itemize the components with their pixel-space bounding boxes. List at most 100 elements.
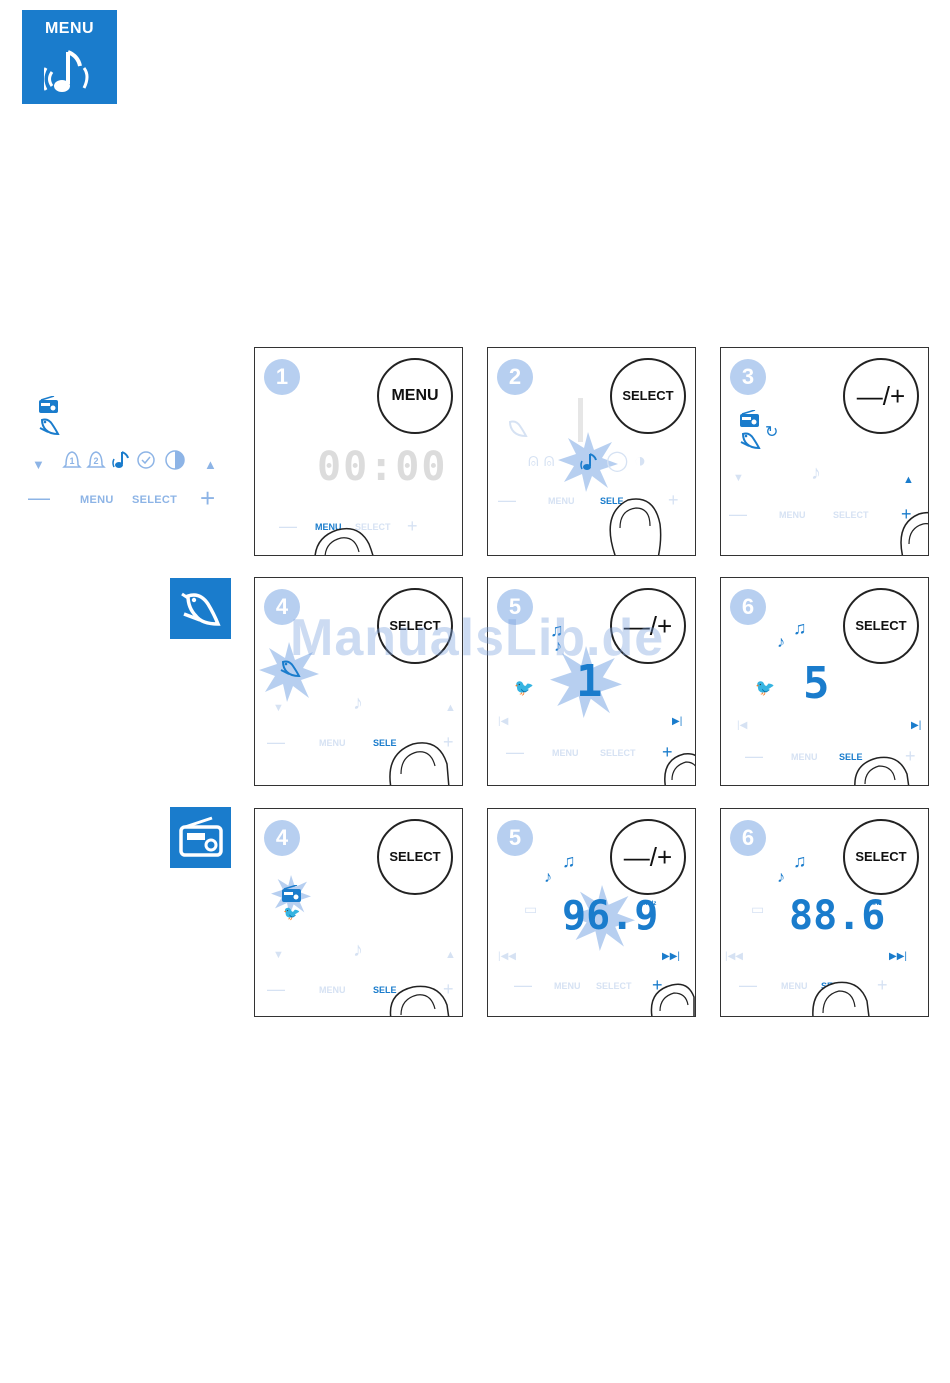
menu-key[interactable]: MENU xyxy=(315,522,342,532)
radio-icon xyxy=(179,816,223,857)
finger-icon xyxy=(900,511,928,555)
plus-key[interactable]: + xyxy=(662,742,673,762)
select-key[interactable]: SELECT xyxy=(355,522,391,532)
next-icon: ▶▶| xyxy=(889,951,907,962)
alarm2-icon: 2 xyxy=(86,451,106,468)
step-panel-4-radio: 4 SELECT 🐦 ▼ ♪ ▲ — MENU SELE + xyxy=(254,808,463,1017)
menu-button[interactable]: MENU xyxy=(377,358,453,434)
music-note-signal-icon: ♪ xyxy=(777,869,785,886)
down-arrow-icon: ▼ xyxy=(32,457,45,472)
minus-key[interactable]: — xyxy=(267,979,285,999)
minus-key[interactable]: — xyxy=(729,504,747,524)
prev-icon: |◀ xyxy=(498,716,509,727)
level-bar xyxy=(578,398,583,442)
prev-icon: |◀◀ xyxy=(725,951,743,962)
step-panel-3: 3 —/+ ↻ ▼ ♪ ▲ — MENU SELECT + xyxy=(720,347,929,556)
button-row: — MENU SELECT + xyxy=(255,516,462,542)
down-arrow-icon: ▼ xyxy=(273,702,284,714)
minus-key[interactable]: — xyxy=(745,746,763,766)
minus-plus-button[interactable]: —/+ xyxy=(610,588,686,664)
bird-icon xyxy=(280,660,301,678)
minus-key[interactable]: — xyxy=(506,742,524,762)
plus-key[interactable]: + xyxy=(443,732,454,752)
button-row: — MENU SELECT + xyxy=(721,504,928,530)
step-number: 5 xyxy=(497,589,533,625)
select-button[interactable]: SELECT xyxy=(377,819,453,895)
select-key[interactable]: SELECT xyxy=(833,510,869,520)
minus-key[interactable]: — xyxy=(498,490,516,510)
step-number: 3 xyxy=(730,359,766,395)
up-arrow-icon: ▲ xyxy=(445,949,456,961)
step-panel-6-radio: 6 SELECT ♫ ♪ ▭ 88.6 MHz |◀◀ ▶▶| — MENU S… xyxy=(720,808,929,1017)
next-icon: ▶| xyxy=(911,720,922,731)
bird-icon xyxy=(181,592,221,626)
alarm1-number: 1 xyxy=(69,456,74,466)
minus-plus-button[interactable]: —/+ xyxy=(610,819,686,895)
time-display: 00:00 xyxy=(317,444,448,490)
select-key[interactable]: SELECT xyxy=(600,748,636,758)
alarm-icons-row: ⍝ ⍝ xyxy=(528,450,555,470)
bird-icon: 🐦 xyxy=(514,680,534,697)
plus-key[interactable]: + xyxy=(877,975,888,995)
select-button[interactable]: SELECT xyxy=(377,588,453,664)
bird-icon: 🐦 xyxy=(755,680,775,697)
step-panel-4-bird: 4 SELECT ▼ ♪ ▲ — MENU SELE + xyxy=(254,577,463,786)
legend-select-label: SELECT xyxy=(132,494,178,506)
step-number: 6 xyxy=(730,820,766,856)
plus-key[interactable]: + xyxy=(652,975,663,995)
minus-key[interactable]: — xyxy=(514,975,532,995)
music-note-signal-icon xyxy=(112,451,129,468)
menu-key[interactable]: MENU xyxy=(779,510,806,520)
finger-icon xyxy=(664,752,695,785)
display-legend: ▼ 1 2 ▲ — MENU SELECT + xyxy=(28,392,228,517)
legend-minus: — xyxy=(28,485,50,510)
radio-icon: ▭ xyxy=(751,901,765,917)
menu-key[interactable]: MENU xyxy=(552,748,579,758)
music-notes-icon: ♫ xyxy=(793,618,807,638)
step-number: 5 xyxy=(497,820,533,856)
minus-key[interactable]: — xyxy=(279,516,297,536)
menu-key[interactable]: MENU xyxy=(781,981,808,991)
button-row: — MENU SELE + xyxy=(255,979,462,1005)
select-button[interactable]: SELECT xyxy=(843,819,919,895)
step-number: 1 xyxy=(264,359,300,395)
up-arrow-icon: ▲ xyxy=(445,702,456,714)
music-note-signal-icon xyxy=(580,453,597,470)
menu-key[interactable]: MENU xyxy=(548,496,575,506)
step-number: 4 xyxy=(264,820,300,856)
bird-icon xyxy=(740,432,761,450)
timer-icon xyxy=(137,451,155,469)
bird-icon xyxy=(39,418,60,436)
plus-key[interactable]: + xyxy=(407,516,418,536)
select-button[interactable]: SELECT xyxy=(610,358,686,434)
minus-plus-button[interactable]: —/+ xyxy=(843,358,919,434)
menu-key[interactable]: MENU xyxy=(791,752,818,762)
frequency-unit: MHz xyxy=(869,901,882,907)
menu-key[interactable]: MENU xyxy=(319,985,346,995)
select-button[interactable]: SELECT xyxy=(843,588,919,664)
up-arrow-icon: ▲ xyxy=(204,457,217,472)
plus-key[interactable]: + xyxy=(668,490,679,510)
select-key[interactable]: SELECT xyxy=(596,981,632,991)
button-row: — MENU SELECT + xyxy=(488,742,695,768)
button-row: — MENU SELECT + xyxy=(488,975,695,1001)
plus-key[interactable]: + xyxy=(905,746,916,766)
menu-badge: MENU xyxy=(22,10,117,104)
prev-icon: |◀ xyxy=(737,720,748,731)
plus-key[interactable]: + xyxy=(901,504,912,524)
menu-badge-label: MENU xyxy=(44,20,95,37)
finger-icon xyxy=(609,498,662,555)
menu-key[interactable]: MENU xyxy=(554,981,581,991)
select-key[interactable]: SELE xyxy=(373,738,397,748)
select-key[interactable]: SELE xyxy=(373,985,397,995)
bird-icon xyxy=(508,420,528,438)
select-key[interactable]: SELE xyxy=(600,496,624,506)
minus-key[interactable]: — xyxy=(267,732,285,752)
watermark: ManualsLib.de xyxy=(290,609,665,667)
plus-key[interactable]: + xyxy=(443,979,454,999)
step-panel-5-bird: 5 —/+ ♫ ♪ 🐦 1 |◀ ▶| — MENU SELECT + xyxy=(487,577,696,786)
minus-key[interactable]: — xyxy=(739,975,757,995)
menu-key[interactable]: MENU xyxy=(319,738,346,748)
select-key[interactable]: SELE xyxy=(839,752,863,762)
legend-menu-label: MENU xyxy=(80,494,114,506)
